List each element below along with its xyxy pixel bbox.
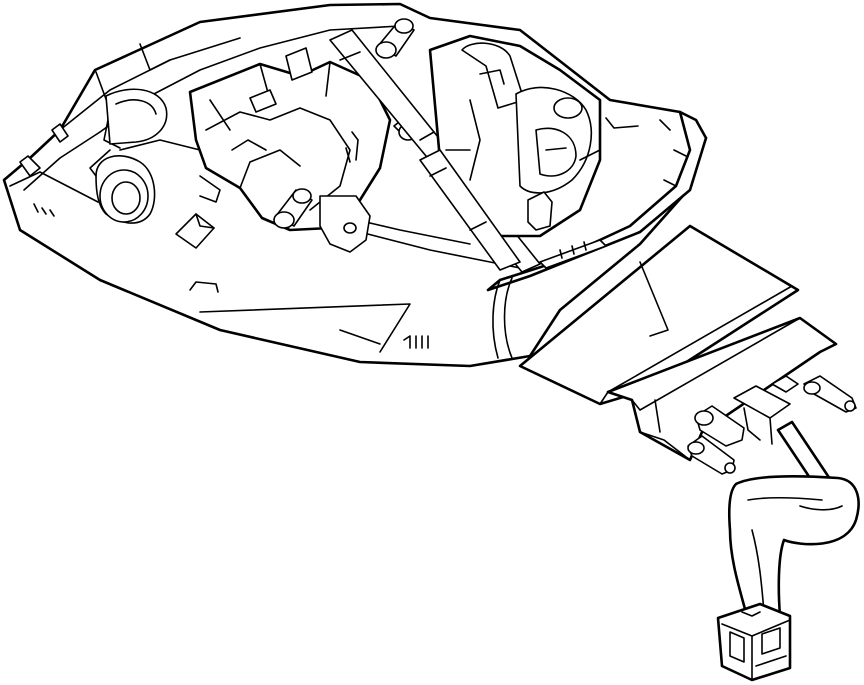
- wiring-harness: [727, 420, 860, 622]
- turn-signal-opening: [105, 88, 168, 145]
- pivot-pin-lower: [273, 188, 313, 229]
- wiring-connector-plug: [716, 602, 792, 682]
- retaining-clip: [19, 123, 69, 177]
- cylindrical-boss: [89, 149, 156, 224]
- internal-wire-lead: [419, 149, 521, 271]
- mounting-stud-upper-right: [803, 375, 857, 413]
- mount-bracket-detail: [733, 375, 799, 445]
- power-fold-gear-unit: [428, 34, 602, 238]
- locating-tab: [175, 213, 215, 249]
- pivot-pin-top: [375, 18, 415, 59]
- actuator-motor-housing: [188, 47, 392, 253]
- mounting-stud-lower-left: [687, 405, 745, 475]
